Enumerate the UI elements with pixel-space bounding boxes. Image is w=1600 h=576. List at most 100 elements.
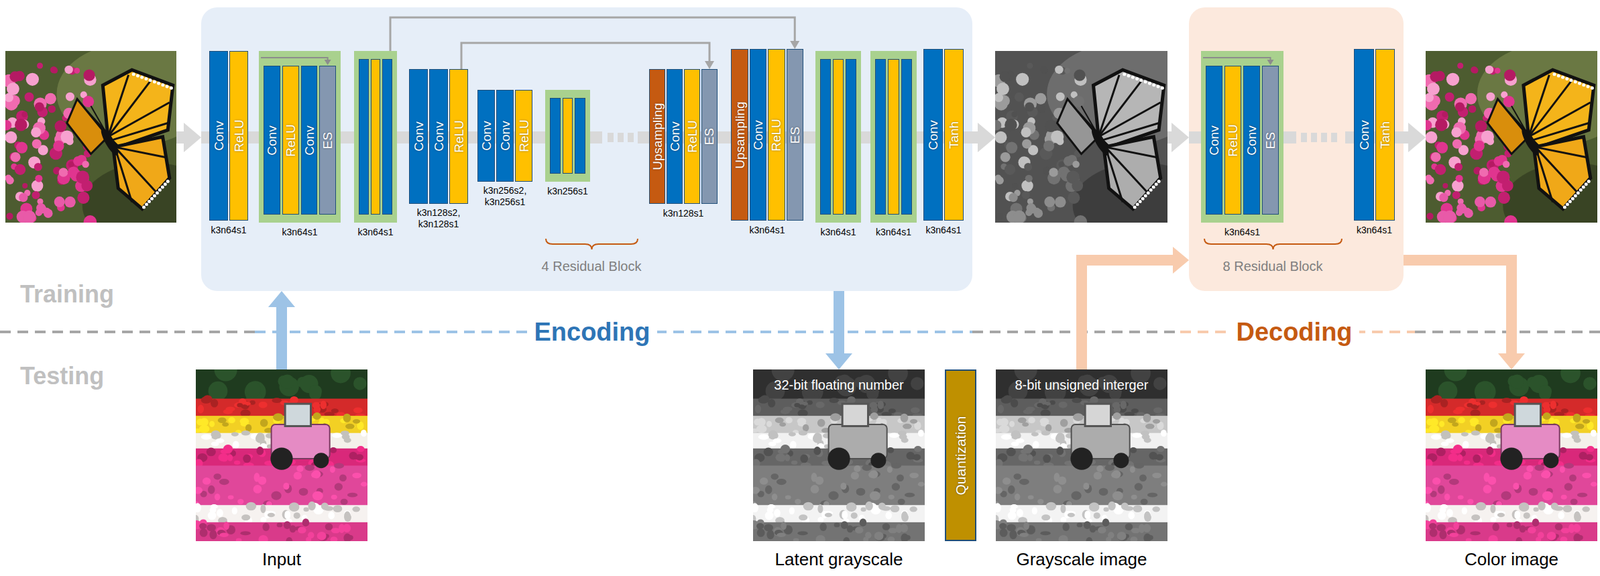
text-holder: k3n64s1 (722, 223, 812, 237)
layer-name: ReLU (284, 124, 298, 157)
tractor-wheel (1500, 447, 1523, 470)
photo (1, 42, 220, 249)
image-frame: Color image (1425, 369, 1598, 542)
layer-spec: k3n64s1 (926, 224, 962, 237)
tulip (304, 464, 315, 471)
tulip (1488, 476, 1497, 485)
tulip (1540, 472, 1548, 478)
layer-bar: Conv (263, 65, 281, 215)
text-holder: k3n64s1 (1345, 223, 1403, 237)
tulip (1143, 413, 1152, 423)
tractor-wheel (270, 447, 293, 470)
tulip (210, 431, 221, 440)
flower (1436, 141, 1448, 153)
tulip (1457, 494, 1464, 499)
tulip (1133, 463, 1145, 469)
tulip (333, 504, 343, 513)
flower (36, 63, 43, 70)
tulip (840, 482, 847, 490)
tulip (1439, 529, 1447, 540)
flower (14, 164, 26, 176)
tulip (1037, 498, 1044, 505)
tulip (276, 523, 283, 528)
flower (1486, 92, 1495, 102)
flower (34, 175, 43, 183)
tulip (1058, 476, 1067, 485)
tulip (909, 506, 917, 512)
tulip (870, 412, 879, 420)
tulip (209, 421, 215, 428)
flower (1446, 73, 1460, 86)
layer-name: Conv (1357, 120, 1370, 150)
layer-name: ES (703, 128, 717, 145)
tulip (766, 421, 772, 428)
flower (1421, 120, 1433, 131)
tulip (1590, 482, 1598, 487)
wing-dot (1590, 86, 1594, 90)
butterfly-vein (1098, 78, 1144, 137)
wing-dot (1141, 197, 1145, 201)
layer-bar (820, 59, 831, 215)
tulip (996, 418, 1004, 426)
wing-dot (152, 80, 157, 84)
connector-line (276, 306, 288, 370)
tulip (759, 477, 768, 485)
layer-name: Upsampling (732, 101, 746, 169)
text-holder: 32-bit floating number (753, 377, 925, 393)
tulip (1446, 508, 1454, 518)
wing-dot (136, 73, 140, 78)
tree (910, 376, 925, 391)
wing-dot (1557, 73, 1561, 78)
wing-dot (150, 197, 154, 201)
tulip (312, 491, 324, 501)
tulip (995, 504, 1001, 513)
tulip (1040, 531, 1051, 536)
butterfly-body (1518, 126, 1542, 158)
tulip (299, 488, 309, 497)
tulip (1072, 413, 1084, 422)
flower (1443, 213, 1454, 224)
wing-dot (1149, 188, 1153, 192)
tulip (302, 518, 310, 527)
flower (1426, 176, 1435, 185)
tulip (1492, 523, 1499, 532)
tulip (999, 523, 1007, 530)
layer-spec: k3n64s1 (749, 224, 786, 237)
flower (1485, 196, 1497, 208)
wing-dot (1138, 199, 1142, 204)
tree (309, 384, 322, 398)
flower (1465, 93, 1477, 105)
flower (1424, 93, 1434, 102)
tulip (260, 517, 267, 523)
tulip (868, 472, 876, 478)
flower (1431, 152, 1442, 163)
tulip (888, 494, 895, 500)
layer-name: ES (321, 131, 334, 149)
tulip (997, 405, 1004, 414)
tulip (910, 407, 921, 414)
butterfly-vein (111, 123, 168, 141)
tulip (1145, 423, 1156, 429)
flower (65, 92, 75, 102)
text-holder: Training (20, 280, 182, 309)
layer-name: Tanh (947, 120, 961, 149)
tulip (1127, 511, 1135, 520)
tulip (329, 447, 337, 454)
tulip (331, 494, 338, 500)
tulip (1013, 473, 1022, 480)
tulip (785, 494, 792, 499)
tulip (1147, 535, 1153, 540)
flower (1038, 105, 1046, 113)
phase-label: Training (20, 280, 114, 309)
layer-bar: ReLU (1224, 65, 1242, 215)
flower (1426, 212, 1434, 220)
tulip (1563, 504, 1573, 513)
flower (1008, 193, 1018, 202)
flower (1000, 152, 1011, 163)
flow-dot (627, 132, 634, 143)
flower (64, 65, 74, 75)
flower (1435, 164, 1446, 176)
wing-dot (142, 205, 146, 209)
wing-dot (1561, 75, 1565, 80)
layer-group: k3n128s1UpsamplingConvReLUES (649, 69, 718, 204)
